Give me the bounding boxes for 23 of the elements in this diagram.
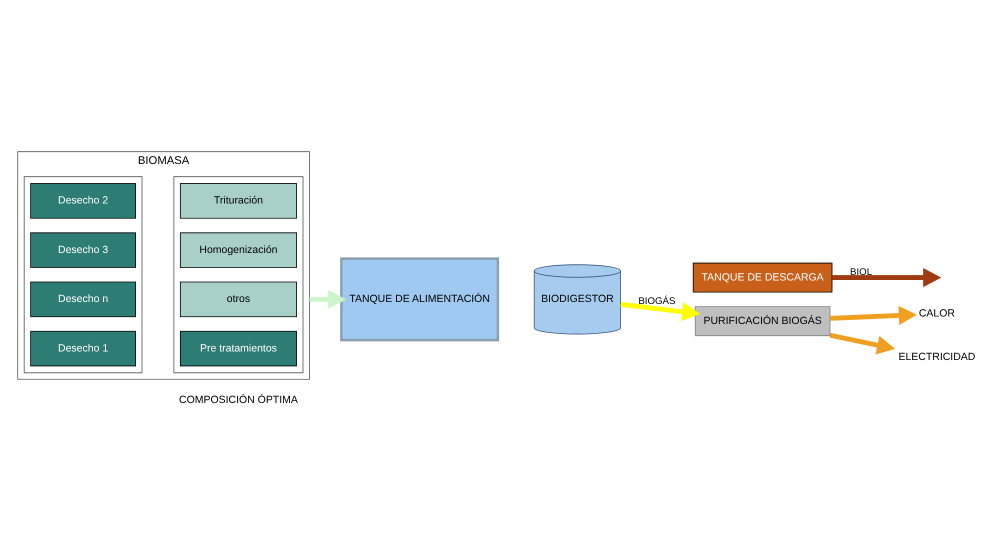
node-box: Trituración bbox=[180, 183, 297, 219]
cluster bbox=[173, 176, 304, 374]
node-label: COMPOSICIÓN ÓPTIMA bbox=[179, 394, 298, 406]
arrow bbox=[832, 268, 942, 288]
node-box: TANQUE DE ALIMENTACIÓN bbox=[340, 257, 500, 342]
arrow bbox=[830, 306, 917, 325]
node-box: otros bbox=[180, 282, 297, 318]
edge-label: BIOGÁS bbox=[638, 296, 676, 307]
edge-label: BIOL bbox=[850, 266, 872, 278]
node-text: ELECTRICIDAD bbox=[898, 352, 976, 364]
node-box: TANQUE DE DESCARGA bbox=[692, 262, 832, 292]
node-box: Homogenización bbox=[180, 232, 297, 268]
node-box: Pre tratamientos bbox=[180, 330, 297, 366]
node-box: Desecho 2 bbox=[30, 183, 136, 219]
cluster bbox=[24, 176, 142, 374]
node-box: Desecho 3 bbox=[30, 232, 136, 268]
node-box: PURIFICACIÓN BIOGÁS bbox=[694, 306, 830, 336]
arrow bbox=[309, 290, 346, 309]
arrow bbox=[620, 302, 700, 322]
node-box: Desecho n bbox=[30, 282, 136, 318]
node-text: CALOR bbox=[918, 308, 955, 320]
arrow bbox=[830, 332, 896, 354]
node-box: Desecho 1 bbox=[30, 330, 136, 366]
